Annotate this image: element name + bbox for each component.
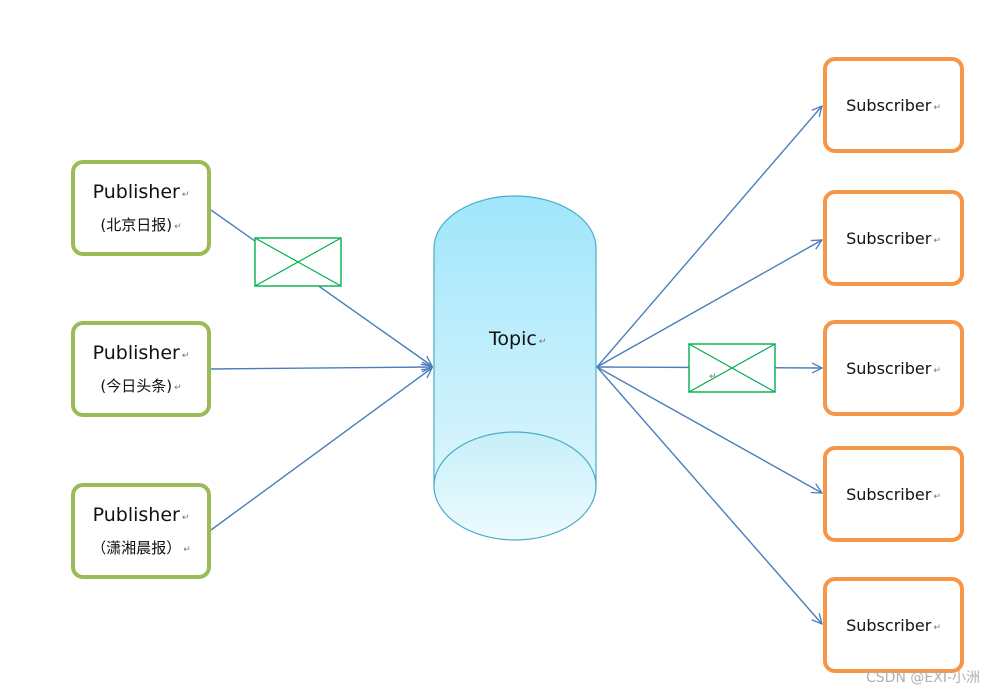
subscriber-box-2: Subscriber↵ [823,190,964,286]
subscriber-5-arrow [596,366,822,624]
subscriber-box-3: Subscriber↵ [823,320,964,416]
publisher-subtitle: （潇湘晨报）↵ [91,538,191,557]
envelope-icon [254,237,342,287]
subscriber-4-arrow [596,366,822,493]
subscriber-box-5: Subscriber↵ [823,577,964,673]
topic-cylinder [433,195,597,541]
subscriber-box-1: Subscriber↵ [823,57,964,153]
subscriber-2-arrow [596,240,822,368]
publisher-box-1: Publisher↵ (北京日报)↵ [71,160,211,256]
publisher-box-2: Publisher↵ (今日头条)↵ [71,321,211,417]
publisher-3-arrow [210,368,432,531]
subscriber-1-arrow [596,106,822,368]
publisher-subtitle: (北京日报)↵ [100,215,182,234]
publisher-2-arrow [210,367,432,369]
publisher-subtitle: (今日头条)↵ [100,376,182,395]
publisher-1-arrow [210,209,432,366]
publisher-box-3: Publisher↵ （潇湘晨报）↵ [71,483,211,579]
subscriber-box-4: Subscriber↵ [823,446,964,542]
subscriber-label: Subscriber↵ [846,615,941,635]
publisher-title: Publisher↵ [92,341,190,364]
paragraph-mark: ↵ [709,372,717,382]
watermark: CSDN @EXI-小洲 [866,670,980,686]
subscriber-label: Subscriber↵ [846,228,941,248]
envelope-icon: ↵ [688,343,776,393]
subscriber-label: Subscriber↵ [846,358,941,378]
publisher-title: Publisher↵ [92,180,190,203]
subscriber-label: Subscriber↵ [846,484,941,504]
publisher-title: Publisher↵ [92,503,190,526]
topic-label: Topic↵ [489,328,547,350]
subscriber-label: Subscriber↵ [846,95,941,115]
